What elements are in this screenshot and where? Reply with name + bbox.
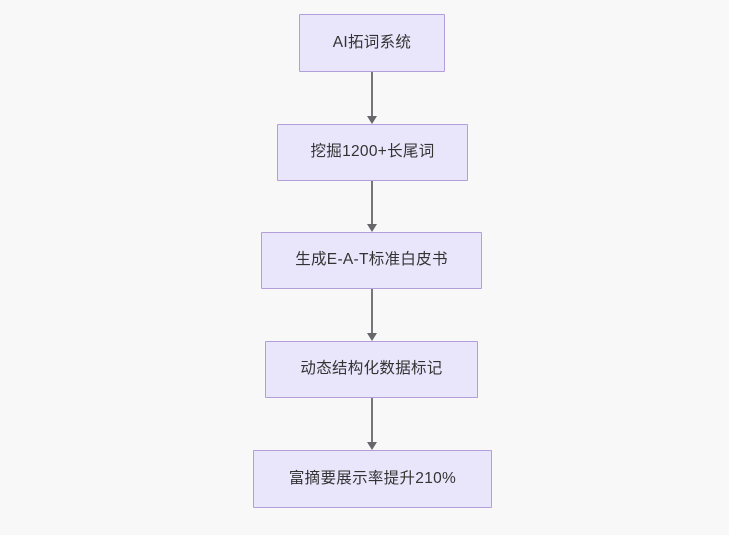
edge-line [371,181,373,224]
arrow-head-icon [366,223,377,232]
flow-node-label: 挖掘1200+长尾词 [310,143,435,161]
edge-line [371,289,373,333]
edge-line [371,72,373,116]
flow-node-generate-eat-whitepaper[interactable]: 生成E-A-T标准白皮书 [261,232,482,289]
flow-node-label: 生成E-A-T标准白皮书 [295,251,448,269]
flow-node-dynamic-structured-data-markup[interactable]: 动态结构化数据标记 [265,341,478,398]
edge-line [371,398,373,442]
arrow-head-icon [366,115,377,124]
arrow-head-icon [366,441,377,450]
edge-n4-n5 [366,398,377,450]
flow-node-mine-longtail-keywords[interactable]: 挖掘1200+长尾词 [277,124,468,181]
edge-n1-n2 [366,72,377,124]
flow-node-label: 富摘要展示率提升210% [288,469,457,487]
arrow-head-icon [366,332,377,341]
flow-node-ai-keyword-system[interactable]: AI拓词系统 [299,14,445,72]
flow-node-rich-snippet-impression-uplift[interactable]: 富摘要展示率提升210% [253,450,492,508]
flow-node-label: 动态结构化数据标记 [300,360,443,378]
flow-node-label: AI拓词系统 [332,33,412,51]
edge-n2-n3 [366,181,377,232]
edge-n3-n4 [366,289,377,341]
